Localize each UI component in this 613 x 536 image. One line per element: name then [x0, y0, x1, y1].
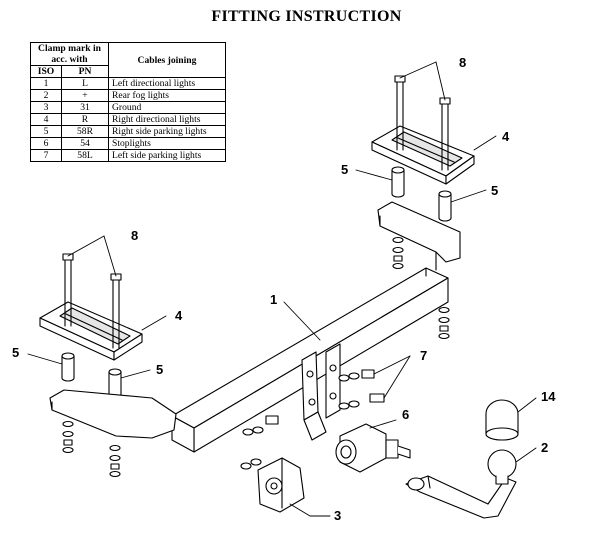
right-side-bracket: [377, 201, 461, 271]
callout-1: 1: [270, 292, 277, 307]
page-title: FITTING INSTRUCTION: [211, 8, 402, 25]
callout-5-right-b: 5: [491, 183, 498, 198]
callout-4-left: 4: [175, 308, 183, 323]
electrical-socket: [335, 423, 411, 473]
left-spacer-tube-a: [61, 352, 75, 382]
tow-ball: [487, 449, 517, 485]
table-row: 1 L Left directional lights: [30, 77, 226, 90]
mount-bolts-7: [338, 369, 385, 410]
main-cross-bar: [171, 267, 449, 453]
header-cables-joining: Cables joining: [108, 42, 226, 78]
table-row: 5 58R Right side parking lights: [30, 125, 226, 138]
callout-4-right: 4: [502, 129, 510, 144]
left-bolt-b: [110, 273, 122, 349]
left-clamp-plate: [39, 301, 143, 361]
callout-6: 6: [402, 407, 409, 422]
left-nut-stack: [62, 420, 121, 478]
callout-3: 3: [334, 508, 341, 523]
callout-5-left-a: 5: [12, 345, 19, 360]
socket-plate: [257, 457, 305, 513]
center-mount-brackets: [301, 343, 341, 441]
iso-cell: 7: [30, 149, 62, 162]
table-row: 6 54 Stoplights: [30, 137, 226, 150]
table-row: 4 R Right directional lights: [30, 113, 226, 126]
callout-5-right-a: 5: [341, 162, 348, 177]
right-bolt-b: [439, 97, 451, 171]
left-side-bracket: [49, 389, 177, 439]
right-spacer-tube-a: [391, 166, 405, 198]
tow-ball-neck: [405, 475, 517, 519]
header-clamp-mark: Clamp mark in acc. with: [30, 42, 109, 66]
leader-lines: [27, 61, 537, 517]
callout-5-left-b: 5: [156, 362, 163, 377]
table-row: 7 58L Left side parking lights: [30, 149, 226, 162]
left-mount-bolts: [240, 415, 279, 470]
right-nut-stack: [392, 236, 450, 340]
ball-cover-cap: [485, 399, 519, 441]
callout-8-left: 8: [131, 228, 138, 243]
right-spacer-tube-b: [438, 190, 452, 222]
callout-7: 7: [420, 348, 427, 363]
left-bolt-a: [62, 253, 74, 327]
callout-14: 14: [541, 389, 556, 404]
callout-8-right: 8: [459, 55, 466, 70]
callout-2: 2: [541, 440, 548, 455]
right-bolt-a: [394, 75, 406, 151]
wiring-table: Clamp mark in acc. with Cables joining I…: [30, 42, 226, 162]
left-spacer-tube-b: [108, 368, 122, 398]
right-clamp-plate: [371, 125, 475, 185]
desc-cell: Left side parking lights: [108, 149, 226, 162]
